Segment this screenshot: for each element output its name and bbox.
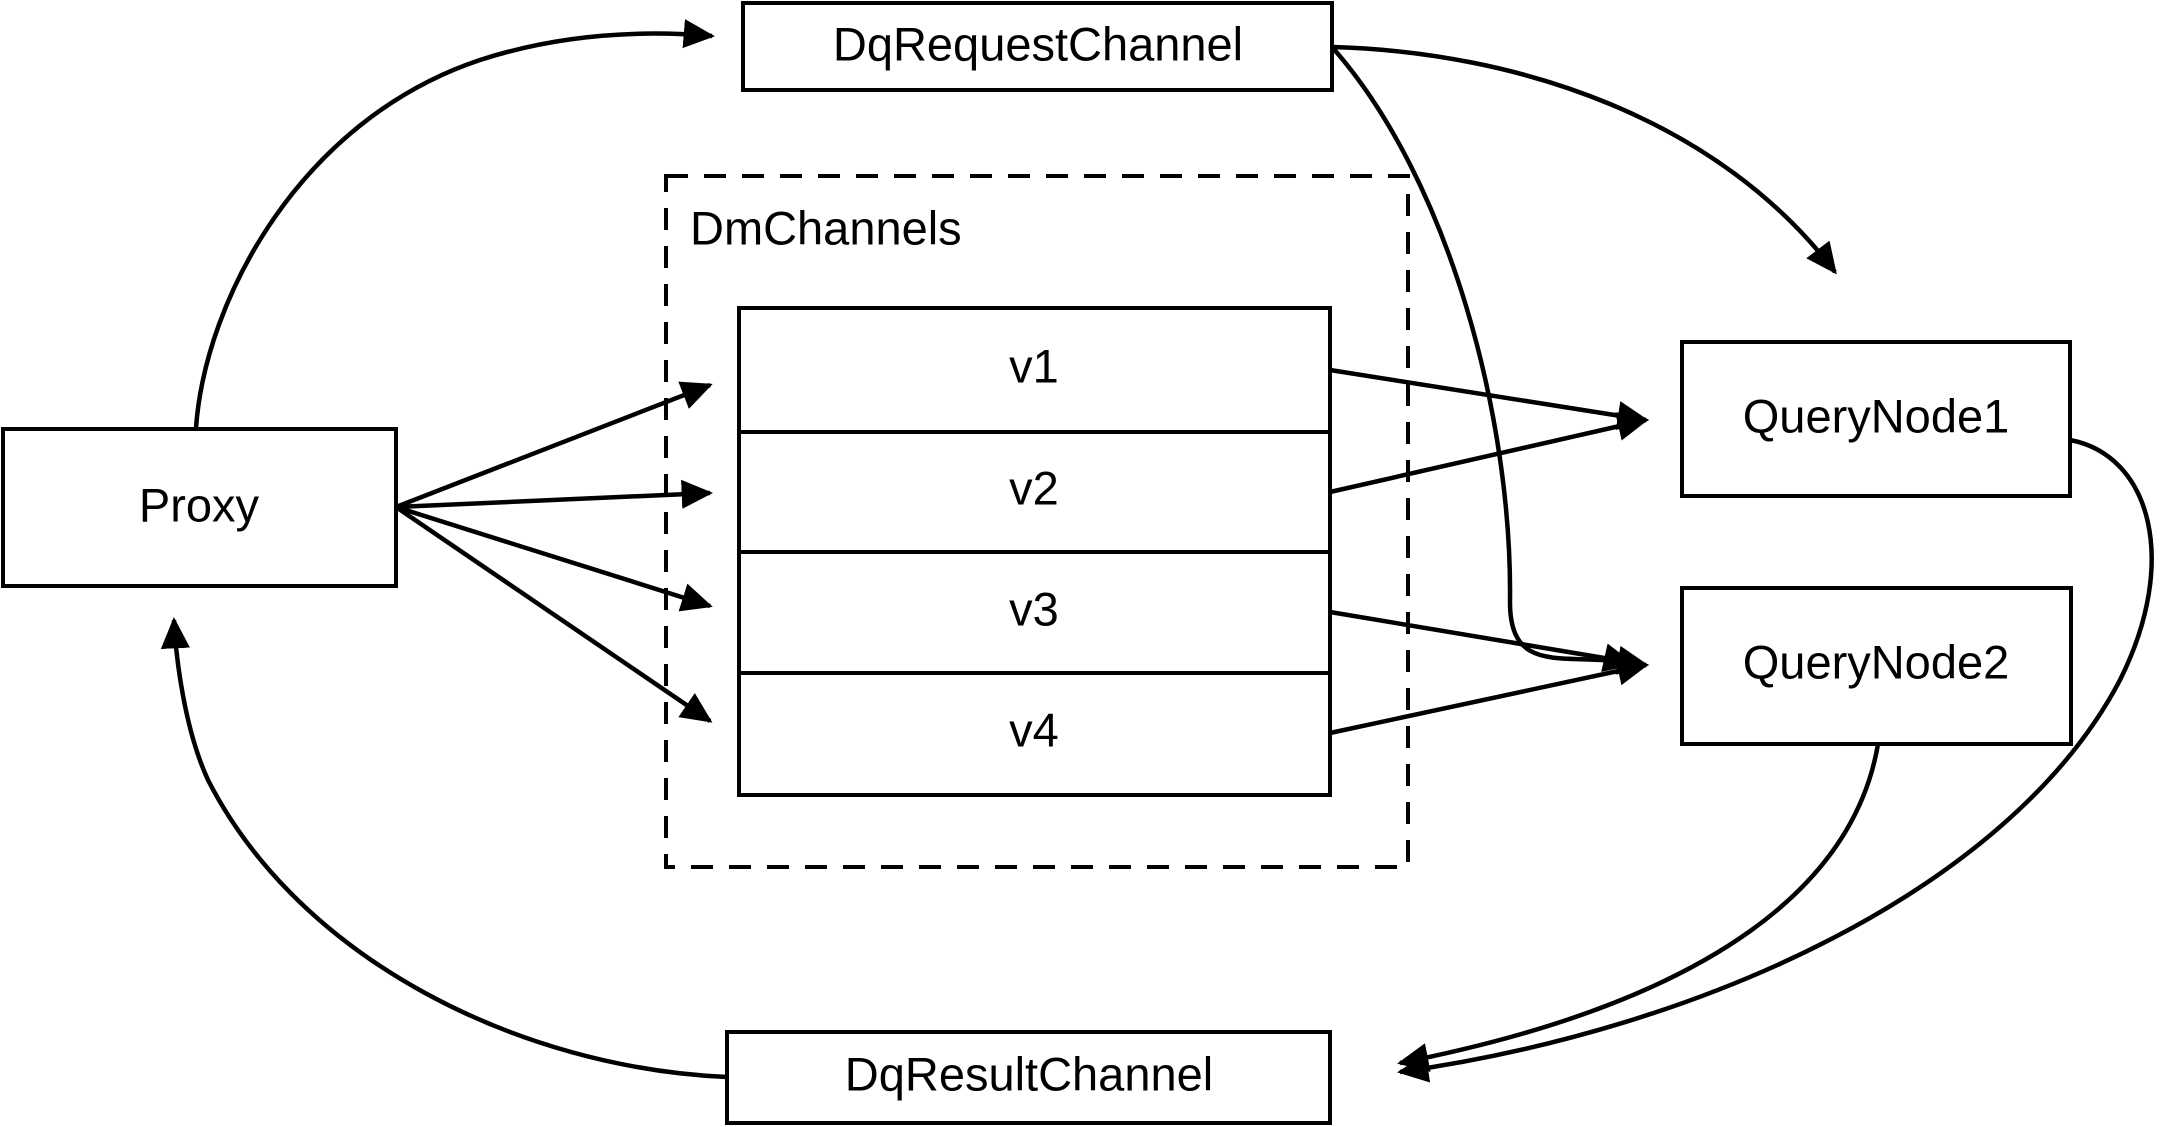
proxy-label: Proxy [139,478,260,531]
node-proxy[interactable]: Proxy [1,427,398,588]
node-querynode2[interactable]: QueryNode2 [1680,586,2073,746]
dqrequestchannel-label: DqRequestChannel [833,17,1243,70]
edge-proxy-to-v1 [395,381,713,510]
node-dqresultchannel[interactable]: DqResultChannel [725,1030,1332,1125]
edge-v2-to-querynode1 [1329,412,1649,495]
proxy-box[interactable] [1,427,398,588]
edge-dqrequestchannel-to-querynode1 [1331,44,1837,275]
querynode1-label: QueryNode1 [1743,389,2010,442]
dqresultchannel-box[interactable] [725,1030,1332,1125]
dqrequestchannel-box[interactable] [741,1,1334,92]
edge-proxy-to-v4 [394,505,713,723]
edge-v4-to-querynode2 [1329,656,1649,736]
dqresultchannel-label: DqResultChannel [845,1047,1213,1100]
dmchannels-group-label: DmChannels [690,201,962,254]
edge-v1-to-querynode1 [1329,367,1649,430]
edge-querynode1-to-dqresultchannel [1397,437,2154,1083]
edge-querynode2-to-dqresultchannel [1397,743,1881,1072]
channel-item-v4[interactable]: v4 [1009,703,1059,756]
node-dqrequestchannel[interactable]: DqRequestChannel [741,1,1334,92]
querynode1-box[interactable] [1680,340,2072,498]
edge-v3-to-querynode2 [1329,609,1649,675]
dm-channel-stack: v1 v2 v3 v4 [737,306,1332,797]
edge-dqresultchannel-to-proxy [160,617,728,1080]
querynode2-box[interactable] [1680,586,2073,746]
edge-proxy-to-v3 [395,504,713,612]
edge-dqrequestchannel-to-querynode2 [1330,45,1635,672]
dmchannels-group-box [664,174,1410,869]
edge-proxy-to-v2 [395,479,713,510]
edge-proxy-to-dqrequestchannel [193,19,715,429]
channel-item-v2[interactable]: v2 [1009,461,1059,514]
node-querynode1[interactable]: QueryNode1 [1680,340,2072,498]
channel-item-v3[interactable]: v3 [1009,582,1059,635]
querynode2-label: QueryNode2 [1743,635,2010,688]
channel-item-v1[interactable]: v1 [1009,339,1059,392]
